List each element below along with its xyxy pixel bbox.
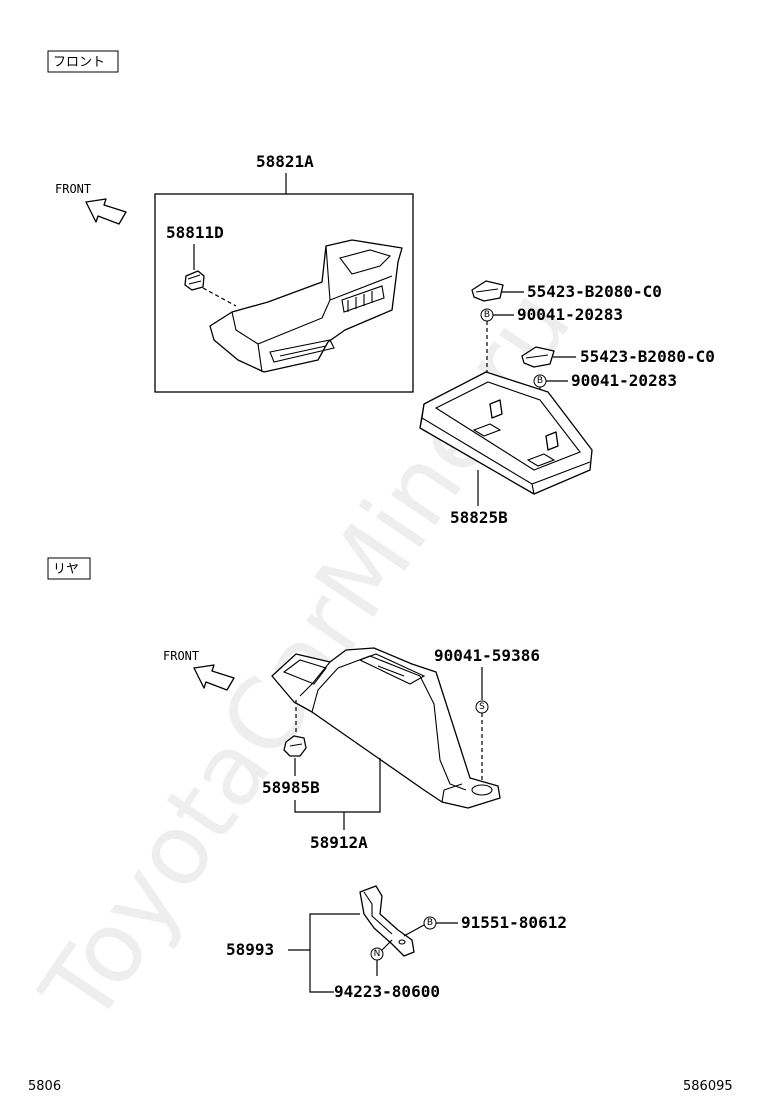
section-rear: リヤ bbox=[47, 557, 91, 580]
label-90041-1: 90041-20283 bbox=[517, 305, 623, 324]
front-arrow-icon-bottom bbox=[193, 664, 235, 691]
label-90041-2: 90041-20283 bbox=[571, 371, 677, 390]
front-arrow-label-bottom: FRONT bbox=[163, 649, 199, 663]
part-55423-cap-1 bbox=[471, 280, 504, 302]
front-arrow-icon-top bbox=[85, 198, 127, 225]
part-58993-bracket bbox=[359, 885, 415, 957]
leader-n-1 bbox=[381, 939, 393, 951]
label-58825B: 58825B bbox=[450, 508, 508, 527]
footer-right-code: 586095 bbox=[683, 1079, 733, 1094]
symbol-s-1-text: S bbox=[479, 702, 485, 712]
assembly-box-58821A bbox=[154, 193, 414, 393]
bracket-58912A bbox=[294, 758, 381, 813]
label-58821A: 58821A bbox=[256, 152, 314, 171]
part-58811D-clip bbox=[184, 270, 205, 291]
label-94223: 94223-80600 bbox=[334, 982, 440, 1001]
footer-left-code: 5806 bbox=[28, 1079, 61, 1094]
label-91551: 91551-80612 bbox=[461, 913, 567, 932]
section-rear-label: リヤ bbox=[53, 562, 79, 577]
front-direction-arrow-bottom: FRONT bbox=[163, 649, 235, 691]
label-90041-59386: 90041-59386 bbox=[434, 646, 540, 665]
symbol-n-1-text: N bbox=[374, 949, 381, 959]
part-58825B-tray bbox=[419, 371, 593, 495]
label-55423-2: 55423-B2080-C0 bbox=[580, 347, 715, 366]
part-58821A-console bbox=[209, 239, 403, 373]
part-58912A-rear-console bbox=[271, 647, 501, 809]
leader-91551-a bbox=[403, 924, 425, 937]
section-rear-box bbox=[47, 557, 91, 580]
front-arrow-label-top: FRONT bbox=[55, 182, 91, 196]
symbol-b-1-text: B bbox=[484, 310, 490, 320]
dash-58811D bbox=[202, 287, 237, 307]
label-58912A: 58912A bbox=[310, 833, 368, 852]
label-55423-1: 55423-B2080-C0 bbox=[527, 282, 662, 301]
front-direction-arrow-top: FRONT bbox=[55, 182, 127, 225]
label-58985B: 58985B bbox=[262, 778, 320, 797]
symbol-b-3-text: B bbox=[427, 918, 433, 928]
section-front: フロント bbox=[47, 50, 119, 73]
label-58993: 58993 bbox=[226, 940, 274, 959]
part-58985B-clip bbox=[283, 735, 307, 757]
label-58811D: 58811D bbox=[166, 223, 224, 242]
symbol-b-2-text: B bbox=[537, 376, 543, 386]
section-front-box bbox=[47, 50, 119, 73]
part-55423-cap-2 bbox=[521, 346, 555, 368]
bracket-58993 bbox=[309, 913, 360, 993]
section-front-label: フロント bbox=[53, 55, 105, 70]
